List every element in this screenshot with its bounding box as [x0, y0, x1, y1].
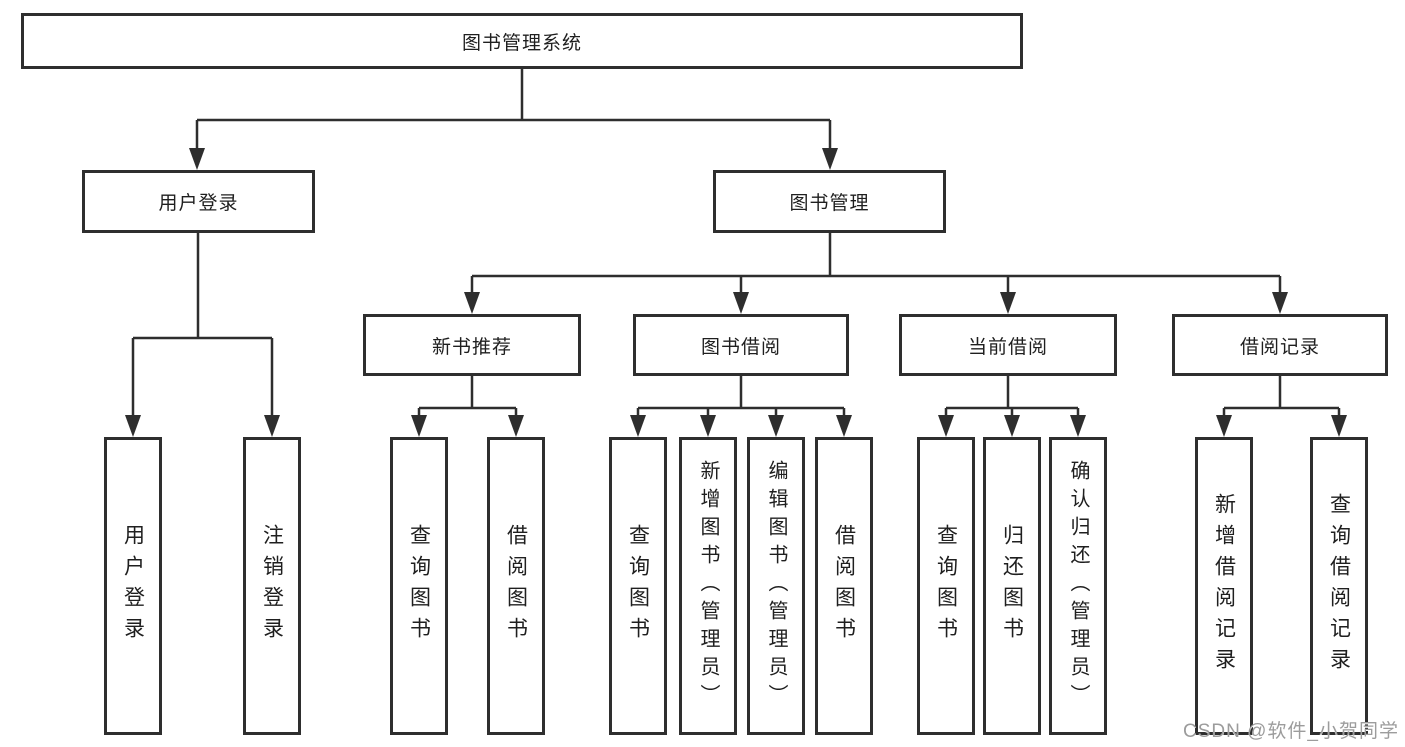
- leaf-label: 确认归还（管理员）: [1067, 460, 1089, 712]
- leaf-current-return: 归还图书: [983, 437, 1041, 735]
- leaf-label: 查询图书: [407, 524, 431, 648]
- leaf-current-query: 查询图书: [917, 437, 975, 735]
- node-book-borrow: 图书借阅: [633, 314, 849, 376]
- leaf-current-confirm-admin: 确认归还（管理员）: [1049, 437, 1107, 735]
- leaf-borrow-add-admin: 新增图书（管理员）: [679, 437, 737, 735]
- leaf-label: 编辑图书（管理员）: [765, 460, 787, 712]
- leaf-label: 用户登录: [121, 524, 145, 648]
- leaf-user-login: 用户登录: [104, 437, 162, 735]
- csdn-watermark: CSDN @软件_小贺同学: [1183, 721, 1399, 742]
- leaf-label: 新增图书（管理员）: [697, 460, 719, 712]
- leaf-newbook-query: 查询图书: [390, 437, 448, 735]
- node-book-management: 图书管理: [713, 170, 946, 233]
- leaf-label: 查询借阅记录: [1327, 493, 1351, 679]
- leaf-records-add: 新增借阅记录: [1195, 437, 1253, 735]
- leaf-label: 借阅图书: [504, 524, 528, 648]
- node-new-book-recommend: 新书推荐: [363, 314, 581, 376]
- leaf-borrow-query: 查询图书: [609, 437, 667, 735]
- tree-edges: [131, 69, 1341, 417]
- leaf-records-query: 查询借阅记录: [1310, 437, 1368, 735]
- arrowhead-icons: [125, 148, 1347, 437]
- node-current-borrow: 当前借阅: [899, 314, 1117, 376]
- leaf-label: 归还图书: [1000, 524, 1024, 648]
- leaf-label: 注销登录: [260, 524, 284, 648]
- leaf-label: 查询图书: [934, 524, 958, 648]
- node-library-system: 图书管理系统: [21, 13, 1023, 69]
- leaf-newbook-borrow: 借阅图书: [487, 437, 545, 735]
- node-user-login: 用户登录: [82, 170, 315, 233]
- leaf-label: 借阅图书: [832, 524, 856, 648]
- leaf-borrow-borrow: 借阅图书: [815, 437, 873, 735]
- leaf-logout: 注销登录: [243, 437, 301, 735]
- leaf-label: 查询图书: [626, 524, 650, 648]
- leaf-borrow-edit-admin: 编辑图书（管理员）: [747, 437, 805, 735]
- leaf-label: 新增借阅记录: [1212, 493, 1236, 679]
- node-borrow-records: 借阅记录: [1172, 314, 1388, 376]
